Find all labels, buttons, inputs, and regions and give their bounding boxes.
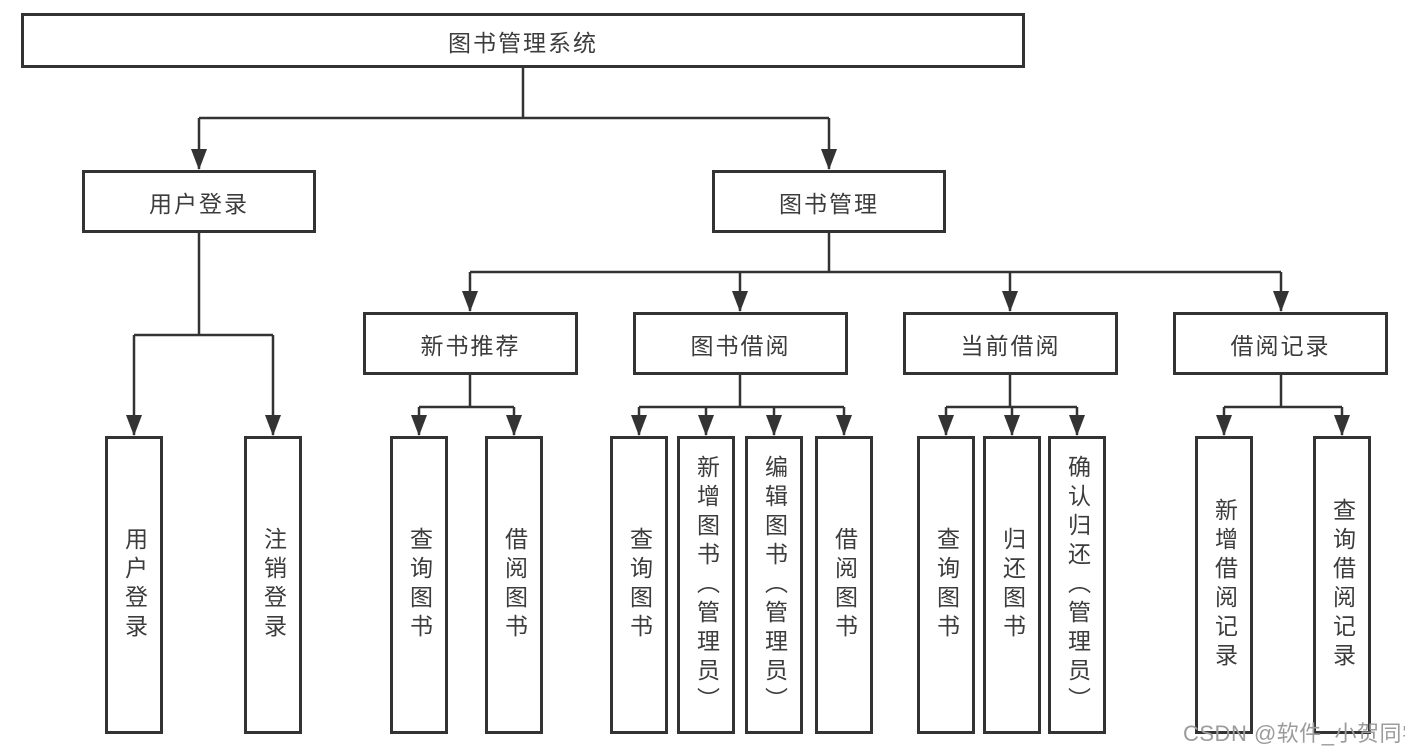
leaf-borrow-books-2: 借阅图书 — [815, 436, 873, 734]
arrowhead — [1069, 415, 1085, 436]
arrowhead — [126, 415, 142, 436]
leaf-logout: 注销登录 — [244, 436, 302, 734]
leaf-query-books-1: 查询图书 — [390, 436, 448, 734]
node-current-borrowing: 当前借阅 — [903, 312, 1118, 375]
leaf-add-books-admin: 新增图书（管理员） — [677, 436, 735, 734]
node-label: 查询图书 — [626, 527, 653, 643]
arrowhead — [265, 415, 281, 436]
node-root-library-system: 图书管理系统 — [21, 13, 1025, 68]
node-label: 图书管理系统 — [448, 29, 598, 56]
leaf-query-borrow-record: 查询借阅记录 — [1313, 436, 1371, 734]
leaf-return-books: 归还图书 — [983, 436, 1041, 734]
node-label: 当前借阅 — [960, 332, 1061, 359]
node-label: 确认归还（管理员） — [1064, 454, 1091, 716]
node-label: 查询图书 — [406, 527, 433, 643]
arrowhead — [766, 415, 782, 436]
arrowhead — [1273, 291, 1289, 312]
node-label: 编辑图书（管理员） — [761, 454, 788, 716]
node-borrowing-records: 借阅记录 — [1173, 312, 1388, 375]
arrowhead — [938, 415, 954, 436]
leaf-user-login: 用户登录 — [105, 436, 163, 734]
node-label: 借阅图书 — [831, 527, 858, 643]
arrowhead — [1002, 291, 1018, 312]
node-label: 查询借阅记录 — [1329, 498, 1356, 672]
node-label: 新书推荐 — [420, 332, 521, 359]
csdn-watermark: CSDN @软件_小贺同学 — [1183, 721, 1405, 746]
arrowhead — [462, 291, 478, 312]
node-label: 新增借阅记录 — [1211, 498, 1238, 672]
arrowhead — [411, 415, 427, 436]
arrowhead — [506, 415, 522, 436]
node-label: 新增图书（管理员） — [693, 454, 720, 716]
arrowhead — [191, 149, 207, 170]
node-new-book-recommend: 新书推荐 — [363, 312, 578, 375]
arrowhead — [698, 415, 714, 436]
node-label: 借阅记录 — [1230, 332, 1331, 359]
arrowhead — [1004, 415, 1020, 436]
leaf-borrow-books-1: 借阅图书 — [485, 436, 543, 734]
leaf-confirm-return-admin: 确认归还（管理员） — [1048, 436, 1106, 734]
node-label: 图书借阅 — [690, 332, 791, 359]
arrowhead — [1334, 415, 1350, 436]
node-label: 归还图书 — [999, 527, 1026, 643]
node-label: 查询图书 — [933, 527, 960, 643]
arrowhead — [1216, 415, 1232, 436]
node-user-login: 用户登录 — [82, 170, 316, 233]
leaf-query-books-3: 查询图书 — [917, 436, 975, 734]
node-book-management: 图书管理 — [712, 170, 946, 233]
node-label: 注销登录 — [260, 527, 287, 643]
node-label: 用户登录 — [149, 190, 249, 217]
node-label: 借阅图书 — [501, 527, 528, 643]
node-book-borrowing: 图书借阅 — [633, 312, 848, 375]
arrowhead — [821, 149, 837, 170]
node-label: 用户登录 — [121, 527, 148, 643]
arrowhead — [631, 415, 647, 436]
leaf-add-borrow-record: 新增借阅记录 — [1195, 436, 1253, 734]
node-label: 图书管理 — [779, 190, 879, 217]
arrowhead — [836, 415, 852, 436]
arrowhead — [732, 291, 748, 312]
leaf-query-books-2: 查询图书 — [610, 436, 668, 734]
leaf-edit-books-admin: 编辑图书（管理员） — [745, 436, 803, 734]
